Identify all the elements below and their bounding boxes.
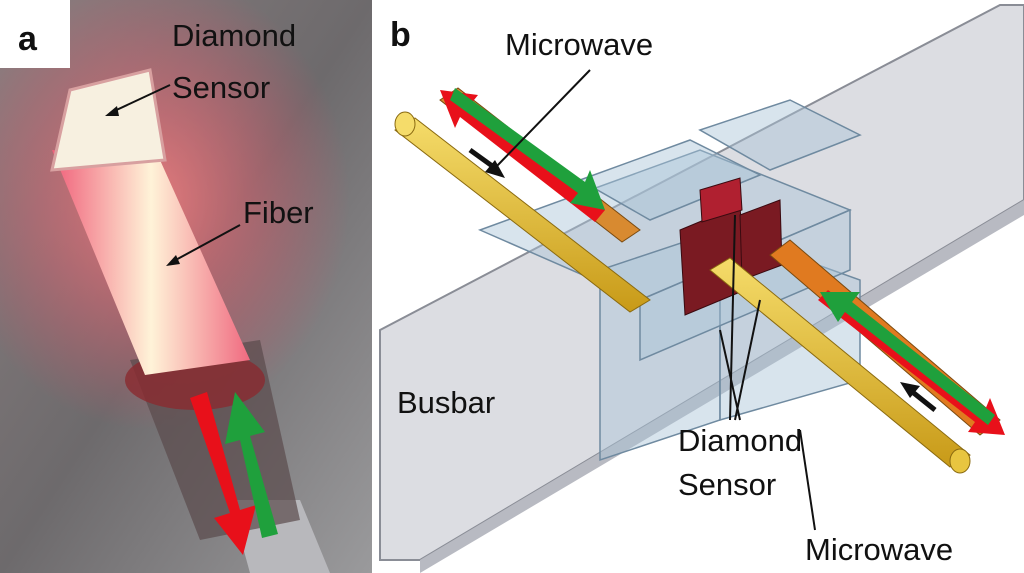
red-arrow-b-top <box>440 90 605 222</box>
green-arrow-b-top <box>450 88 605 210</box>
microwave-label-bottom: Microwave <box>805 532 953 567</box>
fiber-label: Fiber <box>243 195 314 230</box>
busbar-label: Busbar <box>397 385 495 420</box>
diamond-sensor-label-a-1: Diamond <box>172 18 296 53</box>
diamond-sensor-label-b-2: Sensor <box>678 467 776 502</box>
microwave-label-top: Microwave <box>505 27 653 62</box>
green-arrow-b-bottom <box>820 292 995 425</box>
panel-b-label-bg <box>377 0 447 60</box>
panel-a-label: a <box>18 20 38 58</box>
panel-a-label-bg <box>0 0 70 68</box>
green-arrow-a <box>225 392 278 538</box>
diamond-sensor-label-b-1: Diamond <box>678 423 802 458</box>
panel-b-label: b <box>390 16 411 54</box>
diamond-sensor-label-a-2: Sensor <box>172 70 270 105</box>
panel-b-diagram <box>377 0 1024 573</box>
diamond-crystal <box>50 68 167 172</box>
panel-a-photo <box>0 0 372 573</box>
red-arrow-a <box>190 392 256 555</box>
fiber <box>52 150 250 375</box>
